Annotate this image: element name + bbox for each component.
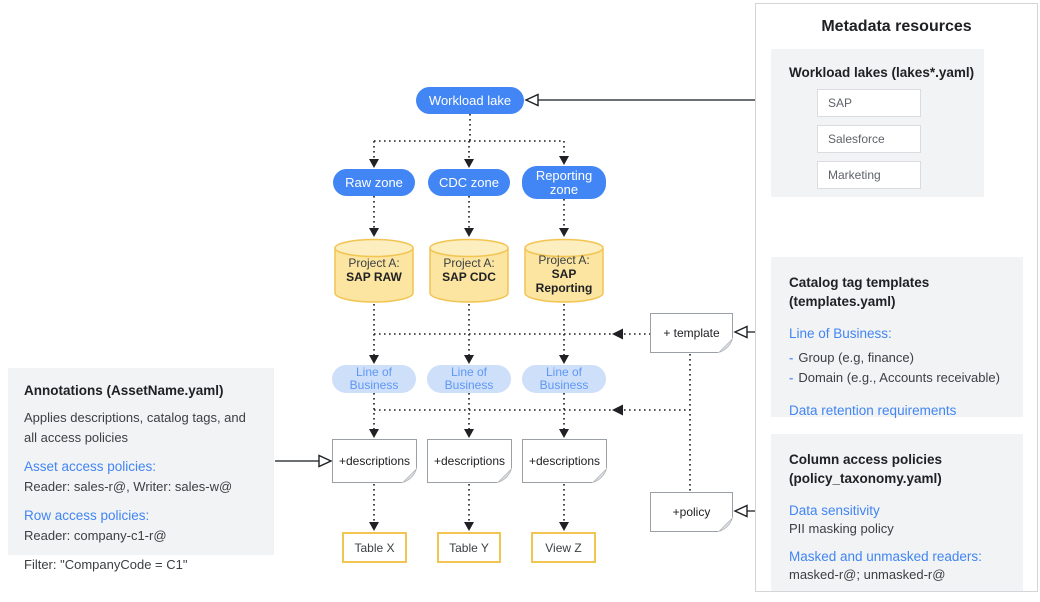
descriptions-note-2: +descriptions bbox=[427, 439, 512, 483]
annotations-title: Annotations (AssetName.yaml) bbox=[24, 383, 224, 398]
lob-bullet-domain: -Domain (e.g., Accounts receivable) bbox=[789, 368, 1017, 388]
lake-card-salesforce: Salesforce bbox=[817, 125, 921, 153]
zone-pill-cdc: CDC zone bbox=[428, 169, 510, 196]
descriptions-to-tables-connectors bbox=[369, 484, 569, 531]
project-name: Project A: bbox=[348, 256, 400, 270]
catalog-templates-title-line1: Catalog tag templates bbox=[789, 275, 930, 290]
policy-note-label: +policy bbox=[672, 505, 711, 519]
project-name: Project A: bbox=[538, 253, 590, 267]
projects-to-lob-connectors bbox=[369, 304, 650, 364]
row-access-value: Reader: company-c1-r@ bbox=[24, 528, 167, 543]
column-policies-title: Column access policies (policy_taxonomy.… bbox=[789, 450, 1017, 488]
lake-card-marketing: Marketing bbox=[817, 161, 921, 189]
lake-to-zones-connectors bbox=[369, 114, 569, 168]
lob-pill-2: Line of Business bbox=[427, 365, 511, 393]
output-table-y: Table Y bbox=[437, 532, 501, 563]
lob-pill-1: Line of Business bbox=[332, 365, 416, 393]
lake-card-sap: SAP bbox=[817, 89, 921, 117]
lob-pill-3: Line of Business bbox=[522, 365, 606, 393]
catalog-tag-templates-section: Catalog tag templates (templates.yaml) L… bbox=[771, 257, 1023, 418]
catalog-templates-title: Catalog tag templates (templates.yaml) bbox=[789, 273, 1017, 311]
lob-bullet-list: -Group (e.g, finance) -Domain (e.g., Acc… bbox=[789, 348, 1017, 388]
project-name: Project A: bbox=[443, 256, 495, 270]
lob-bullet-domain-text: Domain (e.g., Accounts receivable) bbox=[798, 370, 1000, 385]
folded-corner-icon bbox=[402, 468, 417, 483]
descriptions-note-label: +descriptions bbox=[338, 454, 411, 468]
cylinder-shape bbox=[334, 238, 414, 303]
workload-lake-pill: Workload lake bbox=[416, 87, 524, 114]
row-access-heading: Row access policies: bbox=[24, 508, 150, 523]
annotations-to-descriptions-arrow bbox=[275, 454, 333, 468]
lob-bullet-group: -Group (e.g, finance) bbox=[789, 348, 1017, 368]
project-dataset: SAP CDC bbox=[442, 270, 496, 284]
column-policies-title-line1: Column access policies bbox=[789, 452, 943, 467]
zone-pill-raw: Raw zone bbox=[333, 169, 415, 196]
catalog-templates-title-line2: (templates.yaml) bbox=[789, 294, 896, 309]
asset-access-value: Reader: sales-r@, Writer: sales-w@ bbox=[24, 479, 233, 494]
folded-corner-icon bbox=[718, 517, 733, 532]
data-sensitivity-value: PII masking policy bbox=[789, 521, 894, 536]
policy-note: +policy bbox=[650, 492, 733, 532]
asset-access-heading: Asset access policies: bbox=[24, 459, 157, 474]
metadata-panel-title: Metadata resources bbox=[821, 18, 972, 35]
cylinder-shape bbox=[524, 238, 604, 303]
folded-corner-icon bbox=[592, 468, 607, 483]
project-dataset: SAP RAW bbox=[346, 270, 402, 284]
zone-pill-reporting: Reporting zone bbox=[522, 166, 606, 199]
project-cylinder-sap-reporting: Project A: SAP Reporting bbox=[524, 238, 604, 304]
annotations-panel: Annotations (AssetName.yaml) Applies des… bbox=[8, 368, 274, 572]
project-cylinder-sap-cdc: Project A: SAP CDC bbox=[429, 238, 509, 304]
lob-bullet-group-text: Group (e.g, finance) bbox=[798, 350, 914, 365]
masked-readers-heading: Masked and unmasked readers: bbox=[789, 549, 982, 564]
data-retention-heading: Data retention requirements bbox=[789, 403, 957, 418]
cylinder-shape bbox=[429, 238, 509, 303]
workload-lakes-section: Workload lakes (lakes*.yaml) SAP Salesfo… bbox=[771, 49, 984, 197]
output-view-z: View Z bbox=[531, 532, 596, 563]
annotations-description: Applies descriptions, catalog tags, and … bbox=[24, 410, 246, 445]
masked-readers-value: masked-r@; unmasked-r@ bbox=[789, 567, 946, 582]
data-sensitivity-heading: Data sensitivity bbox=[789, 503, 880, 518]
zones-to-projects-connectors bbox=[369, 196, 569, 237]
column-policies-title-line2: (policy_taxonomy.yaml) bbox=[789, 471, 942, 486]
descriptions-note-3: +descriptions bbox=[522, 439, 607, 483]
bullet-dash-icon: - bbox=[789, 370, 794, 385]
folded-corner-icon bbox=[718, 338, 733, 353]
lob-heading: Line of Business: bbox=[789, 326, 892, 341]
metadata-resources-panel: Metadata resources Workload lakes (lakes… bbox=[755, 3, 1038, 592]
workload-lakes-title: Workload lakes (lakes*.yaml) bbox=[789, 65, 975, 80]
folded-corner-icon bbox=[497, 468, 512, 483]
project-cylinder-sap-raw: Project A: SAP RAW bbox=[334, 238, 414, 304]
descriptions-note-1: +descriptions bbox=[332, 439, 417, 483]
bullet-dash-icon: - bbox=[789, 350, 794, 365]
project-dataset: SAP Reporting bbox=[535, 267, 593, 295]
output-table-x: Table X bbox=[342, 532, 407, 563]
column-access-policies-section: Column access policies (policy_taxonomy.… bbox=[771, 434, 1023, 591]
template-note: + template bbox=[650, 313, 733, 353]
filter-value: Filter: "CompanyCode = C1" bbox=[24, 557, 188, 572]
descriptions-note-label: +descriptions bbox=[528, 454, 601, 468]
descriptions-note-label: +descriptions bbox=[433, 454, 506, 468]
template-note-label: + template bbox=[663, 326, 720, 340]
